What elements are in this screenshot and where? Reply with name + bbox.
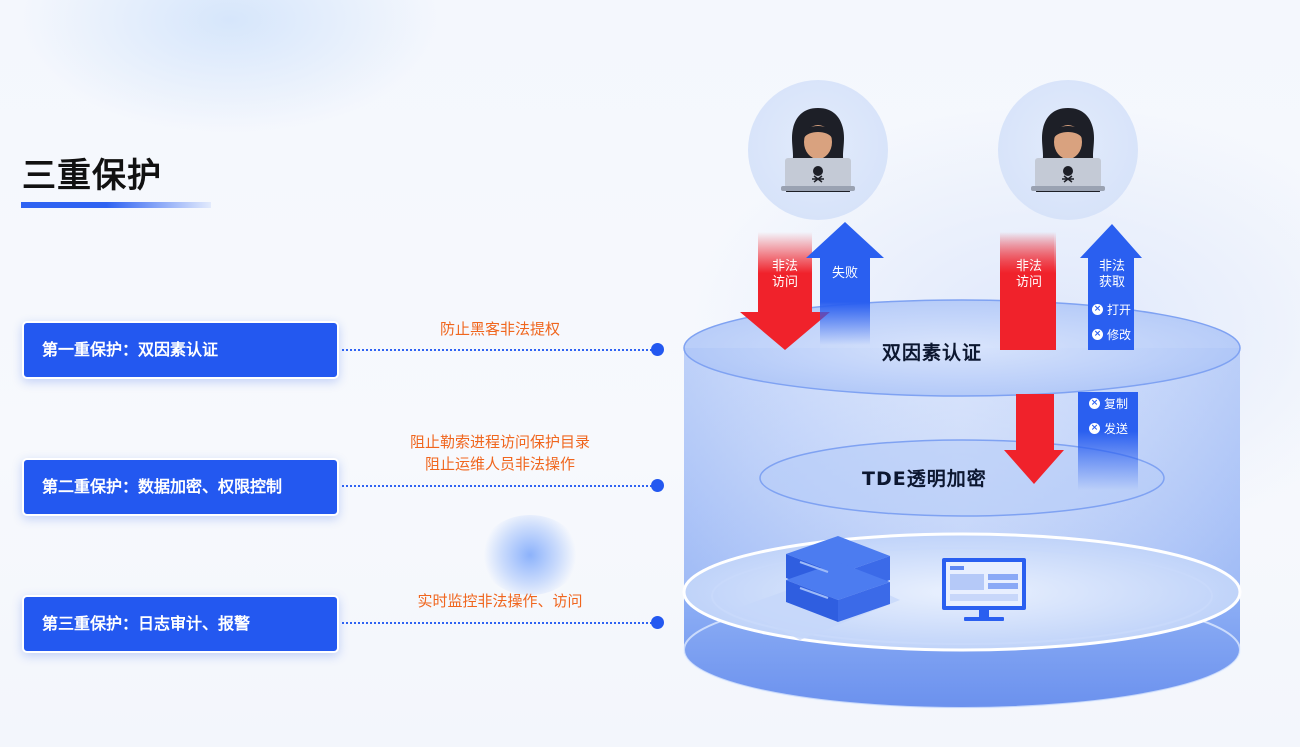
connector-line-3 bbox=[342, 622, 652, 624]
blocked-action-label: 复制 bbox=[1104, 397, 1129, 411]
blocked-action-label: 修改 bbox=[1107, 328, 1132, 342]
right-up-arrow-lower bbox=[1078, 392, 1138, 490]
blocked-action-label: 打开 bbox=[1107, 303, 1132, 317]
layer-1-note: 防止黑客非法提权 bbox=[400, 318, 600, 340]
blocked-action-copy: × 复制 bbox=[1089, 395, 1128, 412]
hacker-icon bbox=[781, 108, 855, 192]
blocked-action-send: × 发送 bbox=[1089, 420, 1128, 437]
note-line: 防止黑客非法提权 bbox=[439, 320, 560, 338]
close-circle-icon: × bbox=[1089, 398, 1100, 409]
right-up-arrow-label: 非法 获取 bbox=[1089, 259, 1135, 291]
layer-3-button[interactable]: 第三重保护：日志审计、报警 bbox=[22, 595, 339, 653]
blocked-action-modify: × 修改 bbox=[1092, 326, 1131, 343]
left-down-arrow bbox=[740, 232, 830, 350]
server-icon bbox=[738, 536, 900, 640]
page-title: 三重保护 bbox=[22, 156, 162, 196]
connector-dot-1 bbox=[651, 343, 664, 356]
layer-1-button[interactable]: 第一重保护：双因素认证 bbox=[22, 321, 339, 379]
arrow-label-line: 非法 bbox=[771, 259, 798, 274]
decor-glow bbox=[480, 515, 580, 595]
layer-2-button[interactable]: 第二重保护：数据加密、权限控制 bbox=[22, 458, 339, 516]
close-circle-icon: × bbox=[1092, 329, 1103, 340]
hacker-avatar-right bbox=[998, 80, 1138, 220]
connector-line-1 bbox=[342, 349, 652, 351]
note-line: 阻止勒索进程访问保护目录 bbox=[409, 433, 590, 451]
layer-3-note: 实时监控非法操作、访问 bbox=[400, 590, 600, 612]
arrow-label-line: 失败 bbox=[831, 266, 858, 281]
disk-middle-label: TDE透明加密 bbox=[862, 468, 987, 490]
right-down-arrow-label: 非法 访问 bbox=[1006, 259, 1052, 291]
hacker-icon bbox=[1031, 108, 1105, 192]
left-up-arrow bbox=[806, 222, 884, 345]
title-underline bbox=[21, 202, 211, 208]
arrow-label-line: 访问 bbox=[1015, 275, 1042, 290]
right-up-arrow bbox=[1080, 224, 1142, 350]
monitor-icon bbox=[942, 558, 1026, 621]
arrow-label-line: 非法 bbox=[1098, 259, 1125, 274]
close-circle-icon: × bbox=[1089, 423, 1100, 434]
note-line: 实时监控非法操作、访问 bbox=[417, 592, 583, 610]
arrow-label-line: 获取 bbox=[1098, 275, 1125, 290]
arrow-label-line: 访问 bbox=[771, 275, 798, 290]
connector-dot-3 bbox=[651, 616, 664, 629]
left-up-arrow-label: 失败 bbox=[822, 266, 868, 282]
blocked-action-label: 发送 bbox=[1104, 422, 1129, 436]
hacker-avatar-left bbox=[748, 80, 888, 220]
note-line: 阻止运维人员非法操作 bbox=[424, 455, 575, 473]
left-down-arrow-label: 非法 访问 bbox=[762, 259, 808, 291]
connector-dot-2 bbox=[651, 479, 664, 492]
blocked-action-open: × 打开 bbox=[1092, 301, 1131, 318]
connector-line-2 bbox=[342, 485, 652, 487]
close-circle-icon: × bbox=[1092, 304, 1103, 315]
layer-2-note: 阻止勒索进程访问保护目录 阻止运维人员非法操作 bbox=[380, 431, 620, 475]
arrow-label-line: 非法 bbox=[1015, 259, 1042, 274]
disk-top-label: 双因素认证 bbox=[882, 342, 983, 364]
